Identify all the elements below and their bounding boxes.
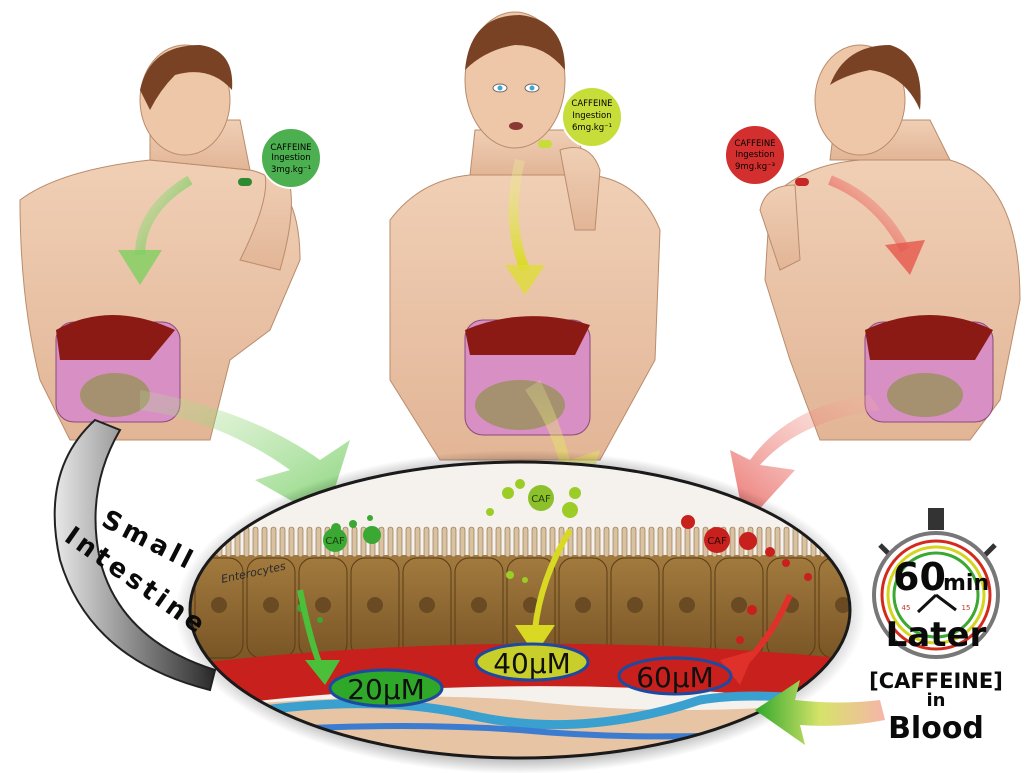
microvillus: [289, 527, 294, 557]
microvillus: [397, 527, 402, 557]
microvillus: [496, 527, 501, 557]
cell-nucleus: [211, 597, 227, 613]
dose-badge-left: CAFFEINE Ingestion 3mg.kg⁻¹: [261, 128, 321, 188]
microvillus: [784, 527, 789, 557]
microvillus: [775, 527, 780, 557]
dose-line2: Ingestion: [271, 153, 310, 163]
cell-nucleus: [627, 597, 643, 613]
microvillus: [298, 527, 303, 557]
microvillus: [622, 527, 627, 557]
microvillus: [757, 527, 762, 557]
microvillus: [433, 527, 438, 557]
cell-nucleus: [315, 597, 331, 613]
microvillus: [676, 527, 681, 557]
cell-nucleus: [679, 597, 695, 613]
timer-value: 60: [893, 555, 946, 599]
microvillus: [451, 527, 456, 557]
concentration-20: 20μM: [330, 670, 442, 706]
microvillus: [586, 527, 591, 557]
concentration-40: 40μM: [476, 644, 588, 680]
microvillus: [505, 527, 510, 557]
pill-yellow-icon: [538, 140, 552, 148]
microvillus: [640, 527, 645, 557]
microvillus: [406, 527, 411, 557]
microvillus: [352, 527, 357, 557]
microvillus: [577, 527, 582, 557]
blood-caption-line3: Blood: [888, 711, 984, 746]
microvillus: [415, 527, 420, 557]
caf-molecule-green: CAF: [323, 528, 347, 552]
cell-nucleus: [575, 597, 591, 613]
dose-line1: CAFFEINE: [571, 99, 612, 109]
cell-nucleus: [367, 597, 383, 613]
later-label: Later: [886, 615, 987, 655]
blood-caption-line2: in: [927, 690, 946, 711]
microvillus: [541, 527, 546, 557]
microvillus: [514, 527, 519, 557]
concentration-label: 60μM: [636, 661, 714, 694]
microvillus: [316, 527, 321, 557]
dose-line3: 6mg.kg⁻¹: [572, 123, 612, 133]
pill-red-icon: [795, 178, 809, 186]
microvillus: [442, 527, 447, 557]
microvillus: [280, 527, 285, 557]
microvillus: [613, 527, 618, 557]
caf-label: CAF: [707, 536, 727, 547]
concentration-label: 20μM: [347, 673, 425, 706]
microvillus: [649, 527, 654, 557]
dose-line1: CAFFEINE: [734, 139, 775, 149]
timer-mark: 45: [902, 604, 911, 612]
microvilli: [190, 527, 861, 557]
pill-green-icon: [238, 178, 252, 186]
microvillus: [244, 527, 249, 557]
microvillus: [424, 527, 429, 557]
cell-nucleus: [471, 597, 487, 613]
microvillus: [478, 527, 483, 557]
microvillus: [631, 527, 636, 557]
microvillus: [550, 527, 555, 557]
microvillus: [658, 527, 663, 557]
caf-molecule-yellow: CAF: [528, 485, 554, 511]
microvillus: [532, 527, 537, 557]
microvillus: [730, 527, 735, 557]
dose-line2: Ingestion: [735, 150, 774, 160]
person-right: [760, 45, 1020, 440]
cell-nucleus: [263, 597, 279, 613]
microvillus: [307, 527, 312, 557]
caf-molecule-red: CAF: [704, 527, 730, 553]
caf-label: CAF: [325, 536, 345, 547]
dose-line3: 9mg.kg⁻³: [735, 162, 775, 172]
microvillus: [595, 527, 600, 557]
microvillus: [694, 527, 699, 557]
microvillus: [523, 527, 528, 557]
microvillus: [667, 527, 672, 557]
cell-nucleus: [731, 597, 747, 613]
person-center: [390, 12, 660, 460]
microvillus: [460, 527, 465, 557]
dose-line1: CAFFEINE: [270, 143, 311, 153]
cell-nucleus: [419, 597, 435, 613]
timer-mark: 15: [962, 604, 971, 612]
dose-line3: 3mg.kg⁻¹: [271, 165, 311, 175]
person-left: [20, 45, 300, 440]
microvillus: [487, 527, 492, 557]
microvillus: [388, 527, 393, 557]
concentration-60: 60μM: [619, 658, 731, 694]
microvillus: [604, 527, 609, 557]
timer-unit: min: [943, 571, 989, 596]
concentration-label: 40μM: [493, 647, 571, 680]
microvillus: [685, 527, 690, 557]
microvillus: [271, 527, 276, 557]
microvillus: [847, 527, 852, 557]
dose-line2: Ingestion: [572, 111, 611, 121]
microvillus: [856, 527, 861, 557]
caf-label: CAF: [531, 494, 551, 505]
dose-badge-center: CAFFEINE Ingestion 6mg.kg⁻¹: [562, 87, 622, 147]
microvillus: [469, 527, 474, 557]
microvillus: [262, 527, 267, 557]
microvillus: [253, 527, 258, 557]
dose-badge-right: CAFFEINE Ingestion 9mg.kg⁻³: [725, 125, 785, 185]
